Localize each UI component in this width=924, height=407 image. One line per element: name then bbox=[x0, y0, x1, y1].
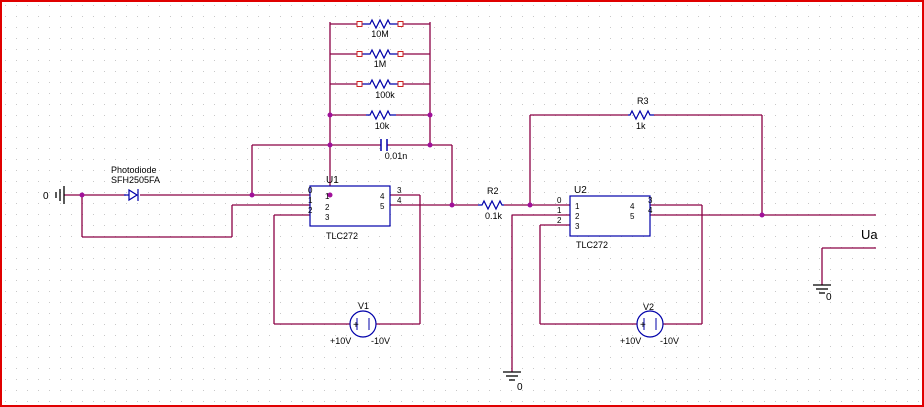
label-u2-in1: 1 bbox=[575, 202, 580, 211]
label-r-10k: 10k bbox=[375, 121, 390, 131]
label-u2-pin0: 0 bbox=[557, 196, 562, 205]
label-ground-bottom: 0 bbox=[517, 382, 523, 393]
resistor-terminals bbox=[356, 21, 404, 87]
label-capacitor: 0.01n bbox=[385, 151, 408, 161]
label-v2-minus: -10V bbox=[660, 336, 679, 346]
ground-icon bbox=[813, 284, 831, 294]
label-u2-part: TLC272 bbox=[576, 240, 608, 250]
label-u1-in3: 3 bbox=[325, 213, 330, 222]
label-r-10M: 10M bbox=[371, 29, 389, 39]
label-u1-pin0: 0 bbox=[308, 186, 313, 195]
wires bbox=[64, 22, 876, 372]
resistor-10k bbox=[366, 109, 396, 121]
label-ground-right: 0 bbox=[826, 292, 832, 303]
photodiode-symbol bbox=[124, 188, 139, 202]
label-u1-pin2: 2 bbox=[308, 206, 313, 215]
label-u2-pin3: 3 bbox=[648, 196, 653, 205]
label-v1-plus: +10V bbox=[330, 336, 351, 346]
label-u1-out4: 4 bbox=[380, 192, 385, 201]
label-u2-pin2: 2 bbox=[557, 216, 562, 225]
label-u1-pin4: 4 bbox=[397, 196, 402, 205]
label-u2-pin1: 1 bbox=[557, 206, 562, 215]
plus-icon: + bbox=[640, 320, 646, 331]
label-photodiode-title: Photodiode bbox=[111, 165, 157, 175]
label-output: Ua bbox=[861, 227, 878, 242]
label-r2-value: 0.1k bbox=[485, 211, 503, 221]
label-u2-out4: 4 bbox=[630, 202, 635, 211]
label-r-1M: 1M bbox=[374, 59, 387, 69]
label-u1-pin3: 3 bbox=[397, 186, 402, 195]
opamp-U1-body[interactable] bbox=[309, 185, 391, 227]
label-r-100k: 100k bbox=[375, 90, 395, 100]
label-u1-name: U1 bbox=[326, 175, 339, 186]
label-u1-in1: 1 bbox=[325, 192, 330, 201]
component-labels: 10M 1M 100k 10k 0.01n Photodiode SFH2505… bbox=[43, 29, 878, 393]
resistor-10M bbox=[362, 18, 398, 30]
label-v1-name: V1 bbox=[358, 301, 369, 311]
label-u2-out5: 5 bbox=[630, 212, 635, 221]
label-ground-left: 0 bbox=[43, 191, 49, 202]
label-r2-name: R2 bbox=[487, 186, 499, 196]
resistor-100k bbox=[362, 78, 398, 90]
resistor-R2 bbox=[478, 199, 504, 211]
label-r3-value: 1k bbox=[636, 121, 646, 131]
label-u2-pin4: 4 bbox=[648, 206, 653, 215]
label-v2-plus: +10V bbox=[620, 336, 641, 346]
label-r3-name: R3 bbox=[637, 96, 649, 106]
label-u1-out5: 5 bbox=[380, 202, 385, 211]
junction-nodes bbox=[79, 112, 765, 218]
voltage-source-V2[interactable]: + bbox=[636, 310, 664, 338]
label-u2-in2: 2 bbox=[575, 212, 580, 221]
label-u2-name: U2 bbox=[574, 185, 587, 196]
resistor-R3 bbox=[628, 109, 654, 121]
capacitor-symbol bbox=[380, 139, 388, 151]
ground-icon bbox=[55, 186, 65, 204]
label-u2-in3: 3 bbox=[575, 222, 580, 231]
label-u1-pin1: 1 bbox=[308, 196, 313, 205]
label-v2-name: V2 bbox=[643, 302, 654, 312]
label-u1-in2: 2 bbox=[325, 203, 330, 212]
resistor-1M bbox=[362, 48, 398, 60]
label-u1-part: TLC272 bbox=[326, 231, 358, 241]
ground-icon bbox=[503, 371, 521, 381]
label-v1-minus: -10V bbox=[371, 336, 390, 346]
label-photodiode-part: SFH2505FA bbox=[111, 175, 160, 185]
voltage-source-V1[interactable]: + bbox=[349, 310, 377, 338]
plus-icon: + bbox=[353, 320, 359, 331]
resistors bbox=[362, 18, 654, 211]
opamp-U2-body[interactable] bbox=[569, 195, 651, 237]
